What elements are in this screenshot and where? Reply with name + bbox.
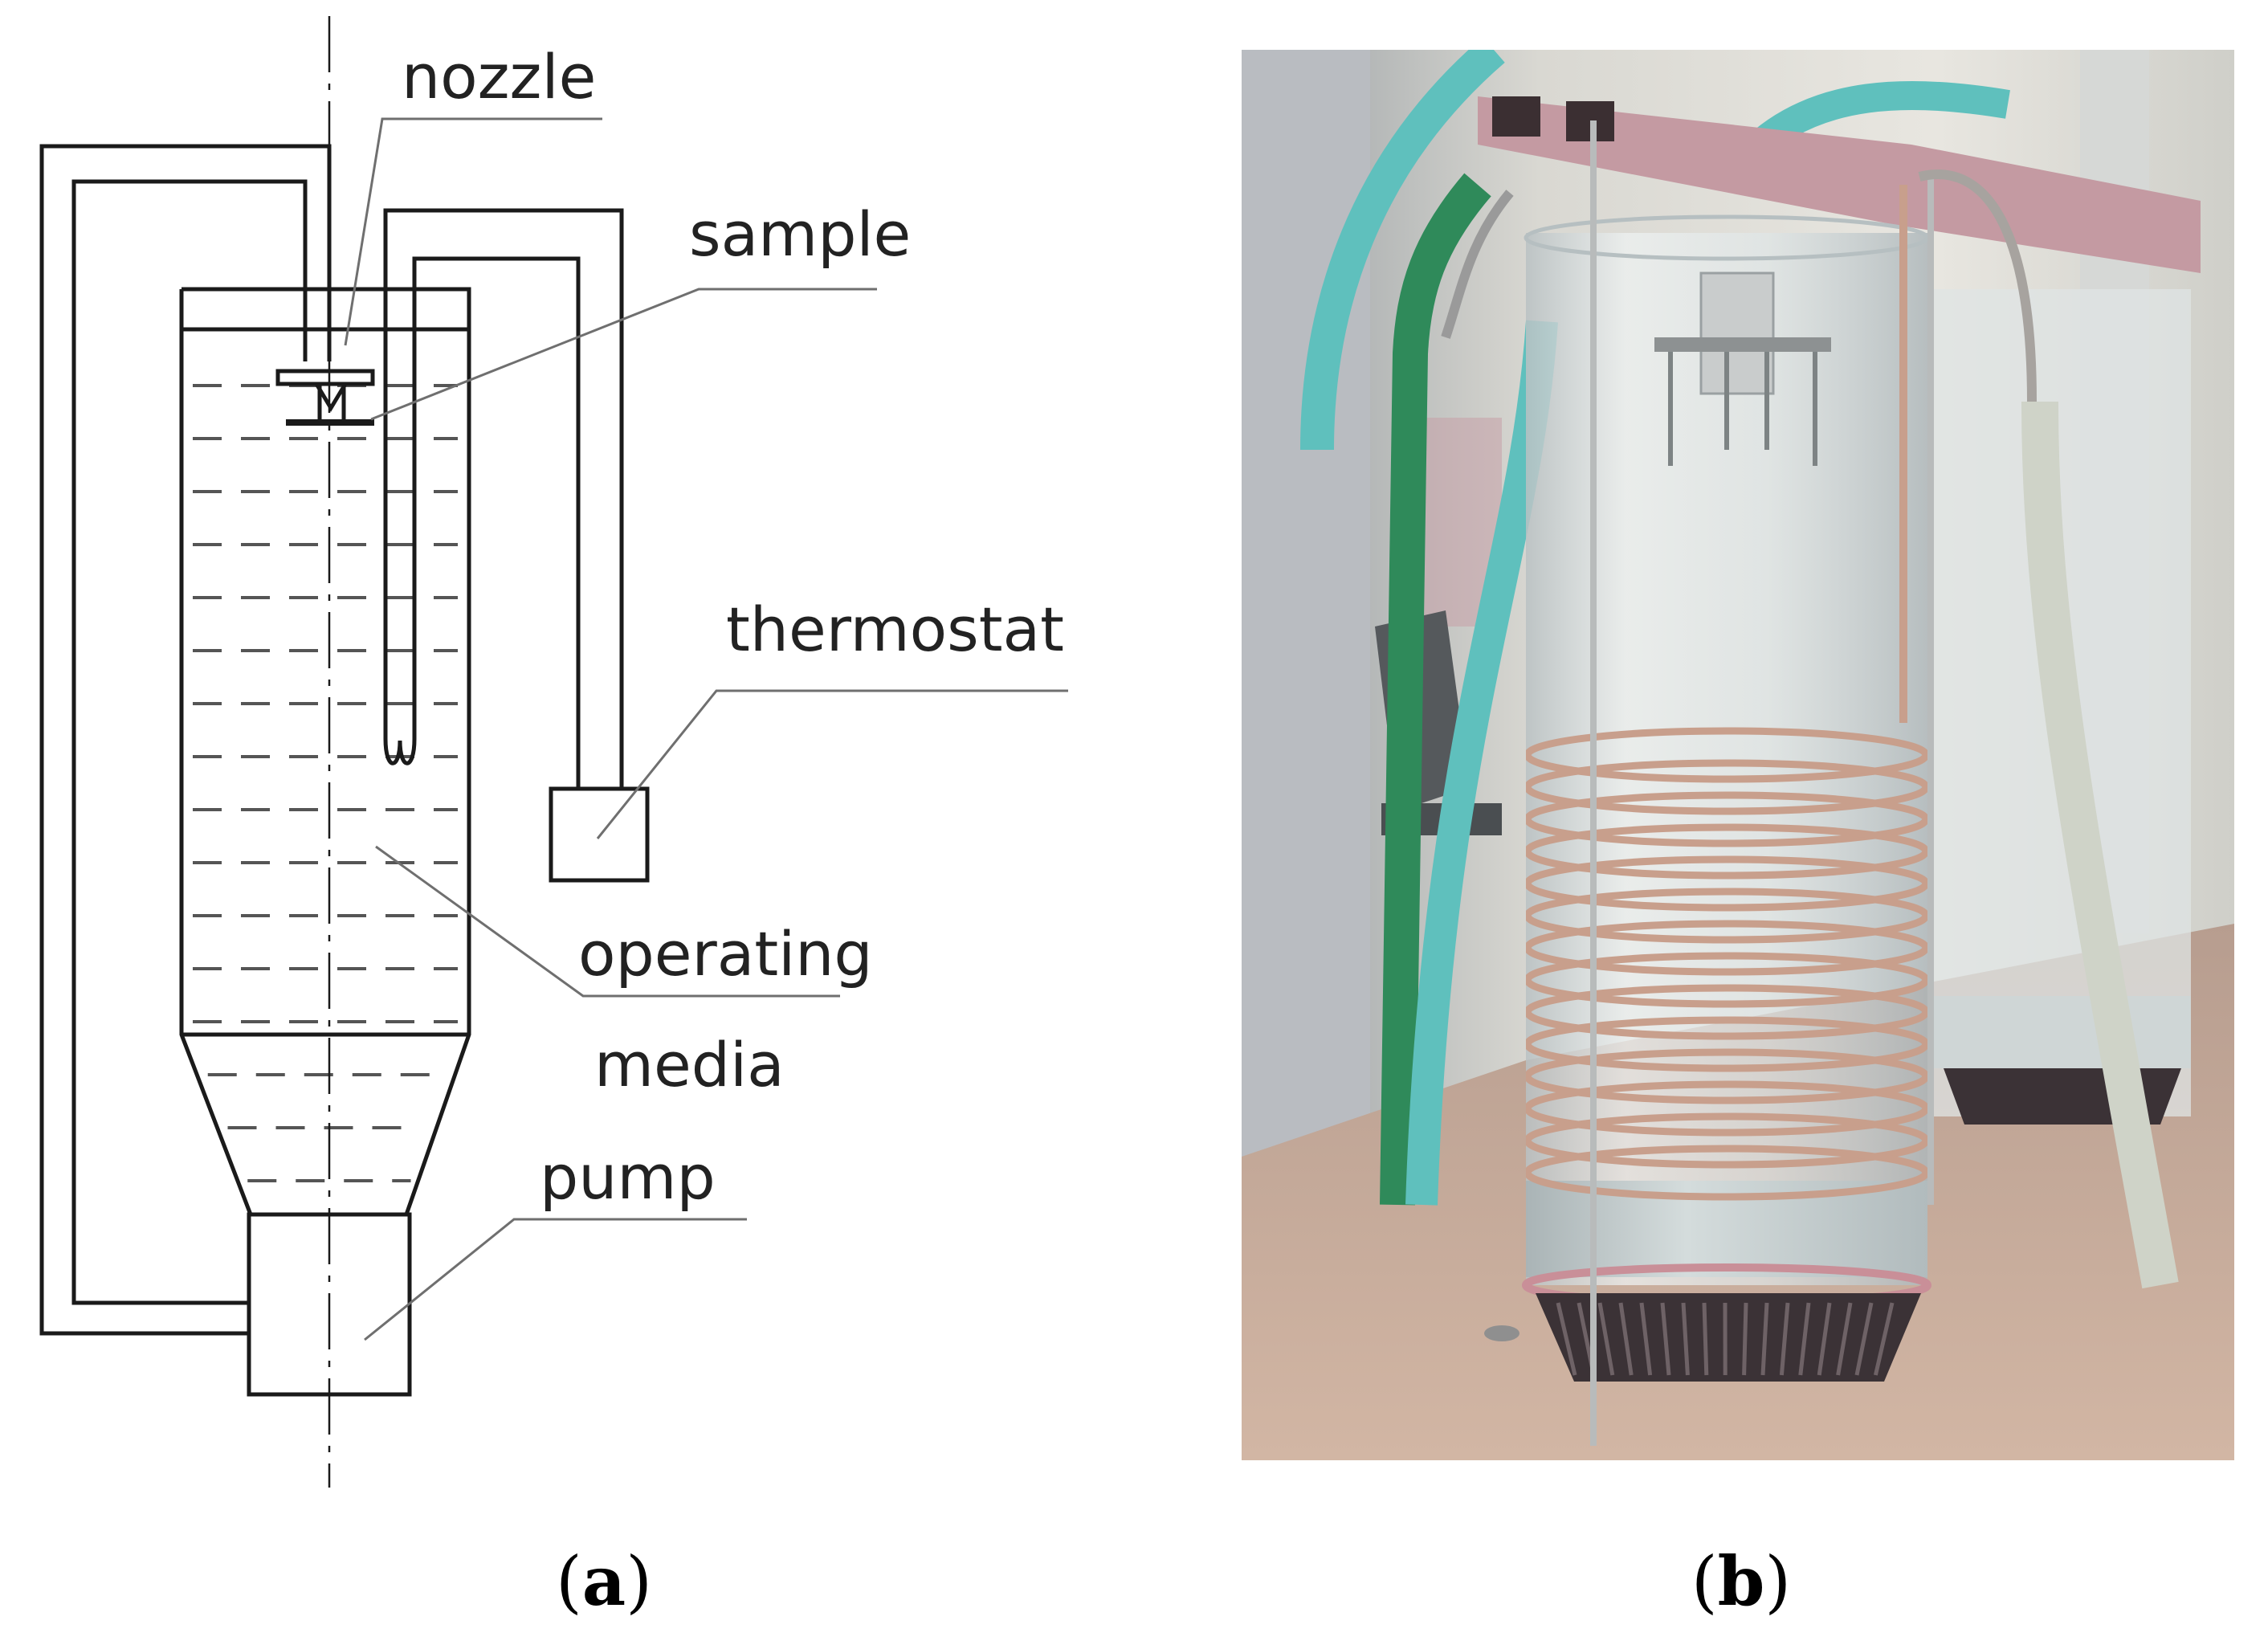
thermostat-box — [549, 786, 650, 883]
main-cylinder-base — [1536, 1293, 1921, 1382]
coil-turn — [1526, 823, 1927, 880]
recirculation-pipe-outer — [39, 144, 332, 1336]
recirculation-pipe-inner — [71, 179, 308, 1305]
base-fin — [1660, 1302, 1671, 1376]
coil-turn — [1526, 1112, 1927, 1169]
base-fin — [1798, 1302, 1811, 1376]
base-fins — [1556, 1302, 1895, 1376]
coil-turn — [1526, 984, 1927, 1040]
base-fin — [1742, 1302, 1748, 1376]
caption-a-open: ( — [556, 1542, 582, 1621]
coil-turn — [1526, 920, 1927, 976]
svg-text:(a): (a) — [556, 1541, 652, 1621]
braided-line-right — [1918, 169, 2037, 402]
base-fin — [1681, 1302, 1690, 1376]
apparatus-photo — [1242, 50, 2234, 1460]
photo-nozzle-body — [1699, 271, 1775, 395]
thermostat-leader — [596, 689, 1068, 839]
base-fin — [1760, 1302, 1769, 1376]
coil-turn — [1526, 1048, 1927, 1104]
rear-cylinder-liquid — [1934, 996, 2191, 1068]
caption-b-letter: b — [1718, 1541, 1765, 1621]
base-fin — [1817, 1302, 1832, 1376]
coil-turn — [1526, 727, 1927, 783]
grey-hose-right — [2021, 401, 2179, 1289]
sample-leader — [370, 288, 877, 421]
green-hose — [1380, 173, 1491, 1206]
top-frame-beam — [1478, 96, 2201, 273]
label-media: media — [594, 1029, 785, 1100]
coil-turn — [1526, 1080, 1927, 1137]
base-fin — [1597, 1302, 1615, 1376]
copper-cooling-coil — [1526, 727, 1927, 1201]
base-fin — [1618, 1302, 1634, 1376]
base-fin — [1854, 1302, 1874, 1376]
label-thermostat: thermostat — [726, 594, 1064, 665]
caption-a-letter: a — [582, 1541, 626, 1621]
caption-b: (b) — [1691, 1541, 1791, 1621]
caption-b-open: ( — [1691, 1542, 1718, 1621]
coil-turn — [1526, 759, 1927, 815]
label-operating: operating — [578, 918, 873, 990]
coil-turn — [1526, 952, 1927, 1008]
schematic-diagram — [39, 16, 1068, 1488]
photo-holder-rods — [1668, 352, 1817, 466]
coil-turn — [1526, 1016, 1927, 1072]
coil-turn — [1526, 888, 1927, 944]
label-sample: sample — [689, 198, 911, 270]
base-fin — [1836, 1302, 1853, 1376]
thermostat-pipe-inner — [412, 256, 581, 789]
base-fin — [1873, 1302, 1895, 1376]
caption-b-close: ) — [1764, 1542, 1791, 1621]
caption-a: (a) — [556, 1541, 652, 1621]
base-fin — [1779, 1302, 1790, 1376]
coil-turn — [1526, 1145, 1927, 1201]
base-fin — [1702, 1302, 1709, 1376]
base-fin — [1639, 1302, 1653, 1376]
operating-media-leader — [375, 845, 840, 998]
thermostat-pipe-loop-end — [383, 738, 417, 765]
braided-line — [1441, 190, 1514, 339]
svg-text:(b): (b) — [1691, 1541, 1791, 1621]
thermostat-pipe-outer — [383, 208, 624, 789]
liquid-level-dashes — [193, 384, 458, 1182]
photo-sample-holder — [1654, 337, 1831, 352]
label-pump: pump — [540, 1141, 716, 1213]
coil-turn — [1526, 855, 1927, 912]
top-frame-slot-1 — [1492, 96, 1540, 137]
nozzle-leader — [344, 117, 602, 346]
teal-hose-left — [1300, 50, 1505, 451]
label-nozzle: nozzle — [402, 41, 596, 112]
schematic-labels: nozzle sample thermostat operating media… — [402, 41, 1064, 1213]
coil-turn — [1526, 791, 1927, 847]
nozzle-plate — [275, 369, 375, 386]
table-bolt — [1484, 1325, 1519, 1341]
pump-leader — [364, 1218, 747, 1341]
caption-a-close: ) — [626, 1542, 652, 1621]
base-fin — [1556, 1302, 1577, 1376]
